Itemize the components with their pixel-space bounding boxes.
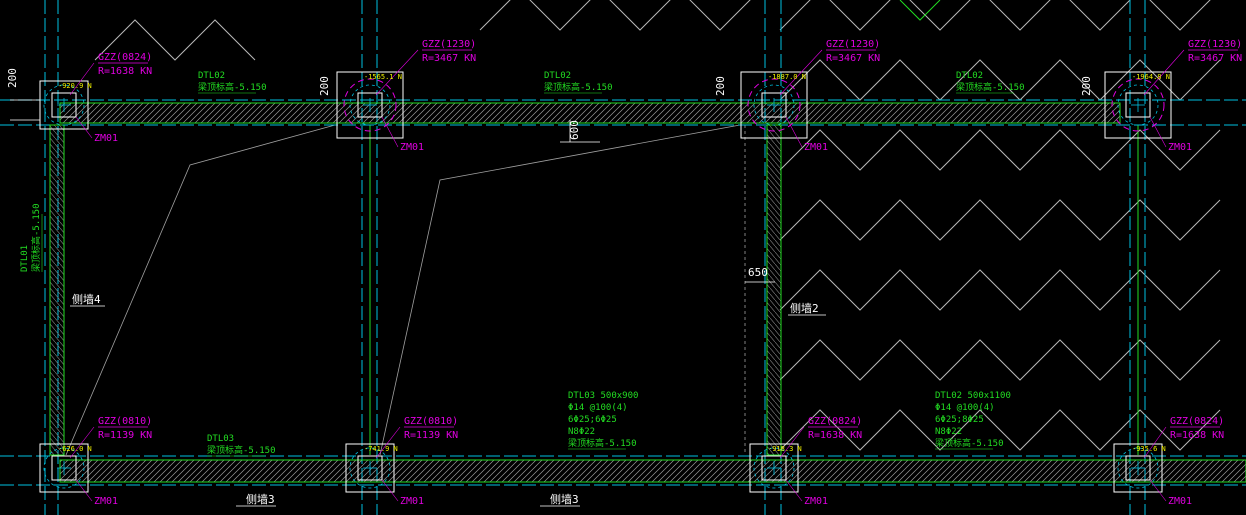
beam-spec-line: N8Φ22 xyxy=(935,427,962,437)
beam-spec-line: Φ14 @100(4) xyxy=(568,403,628,413)
column-reaction-label: R=1638 KN xyxy=(98,66,152,77)
column-id-label: GZZ(0824) xyxy=(98,52,152,63)
column-footing[interactable]: GZZ(0810) R=1139 KN -741.9 N ZM01 xyxy=(345,416,458,507)
bottom-beam-strip xyxy=(59,459,1246,483)
beam-name: DTL01 xyxy=(20,245,30,272)
footing-label: ZM01 xyxy=(804,142,828,153)
wall-label-3-right: 侧墙3 xyxy=(550,492,579,506)
soil-hatch-region xyxy=(94,0,1246,470)
beam-name: DTL03 500x900 xyxy=(568,391,638,401)
column-reaction-label: R=1139 KN xyxy=(404,430,458,441)
beam-spec-line: 梁顶标高-5.150 xyxy=(568,437,637,449)
beam-spec-line: 梁顶标高-5.150 xyxy=(198,81,267,93)
column-load-value: -920.9 N xyxy=(58,82,92,90)
column-id-label: GZZ(1230) xyxy=(422,39,476,50)
column-reaction-label: R=1139 KN xyxy=(98,430,152,441)
column-footing[interactable]: GZZ(1230) R=3467 KN -1565.1 N ZM01 xyxy=(336,39,476,153)
dimension-650: 650 xyxy=(748,266,768,279)
dimension-200-b: 200 xyxy=(318,76,331,96)
beam-strips xyxy=(49,102,1246,483)
column-id-label: GZZ(0824) xyxy=(1170,416,1224,427)
beam-name: DTL02 500x1100 xyxy=(935,391,1011,401)
column-footing[interactable]: GZZ(0810) R=1139 KN -626.0 N ZM01 xyxy=(39,416,152,507)
beam-spec-line: 梁顶标高-5.150 xyxy=(935,437,1004,449)
column-load-value: -1964.8 N xyxy=(1132,73,1170,81)
column-id-label: GZZ(1230) xyxy=(826,39,880,50)
column-footing[interactable]: GZZ(1230) R=3467 KN -1887.0 N ZM01 xyxy=(740,39,880,153)
beam-name: DTL02 xyxy=(956,71,983,81)
column-reaction-label: R=3467 KN xyxy=(1188,53,1242,64)
beam-spec-line: Φ14 @100(4) xyxy=(935,403,995,413)
beam-spec-line: 梁顶标高-5.150 xyxy=(30,203,42,272)
column-id-label: GZZ(0824) xyxy=(808,416,862,427)
beam-spec-line: 梁顶标高-5.150 xyxy=(207,444,276,456)
beam-labels: DTL02梁顶标高-5.150DTL02梁顶标高-5.150DTL02梁顶标高-… xyxy=(20,71,1025,457)
column-load-value: -626.0 N xyxy=(58,445,92,453)
wall-labels xyxy=(70,305,826,507)
dimension-200-a: 200 xyxy=(6,68,19,88)
footing-label: ZM01 xyxy=(94,133,118,144)
column-footing[interactable]: GZZ(0824) R=1638 KN -918.3 N ZM01 xyxy=(749,416,862,507)
footing-label: ZM01 xyxy=(400,142,424,153)
footing-label: ZM01 xyxy=(94,496,118,507)
wall-label-3-left: 侧墙3 xyxy=(246,492,275,506)
column-load-value: -1565.1 N xyxy=(364,73,402,81)
beam-spec-line: 6Φ25;6Φ25 xyxy=(568,415,617,425)
dimension-200-c: 200 xyxy=(714,76,727,96)
column-reaction-label: R=1638 KN xyxy=(1170,430,1224,441)
column-load-value: -918.3 N xyxy=(768,445,802,453)
dimension-200-d: 200 xyxy=(1080,76,1093,96)
middle-vertical-beam xyxy=(766,124,782,456)
beam-name: DTL02 xyxy=(544,71,571,81)
beam-spec-line: 6Φ25;8Φ25 xyxy=(935,415,984,425)
beam-spec-line: N8Φ22 xyxy=(568,427,595,437)
footing-label: ZM01 xyxy=(400,496,424,507)
columns-group: GZZ(0824) R=1638 KN -920.9 N ZM01 GZZ(1230) R… xyxy=(39,39,1242,507)
beam-spec-line: 梁顶标高-5.150 xyxy=(956,81,1025,93)
column-footing[interactable]: GZZ(0824) R=1638 KN -920.9 N ZM01 xyxy=(39,52,152,144)
column-footing[interactable]: GZZ(1230) R=3467 KN -1964.8 N ZM01 xyxy=(1104,39,1242,153)
column-load-value: -1887.0 N xyxy=(768,73,806,81)
wall-label-2: 侧墙2 xyxy=(790,301,819,315)
leader-lines xyxy=(65,124,746,456)
column-reaction-label: R=1638 KN xyxy=(808,430,862,441)
left-vertical-beam xyxy=(49,124,65,456)
column-id-label: GZZ(0810) xyxy=(404,416,458,427)
column-reaction-label: R=3467 KN xyxy=(422,53,476,64)
beam-name: DTL02 xyxy=(198,71,225,81)
wall-label-4: 侧墙4 xyxy=(72,292,101,306)
dimension-marks xyxy=(10,99,775,283)
column-load-value: -935.6 N xyxy=(1132,445,1166,453)
column-id-label: GZZ(1230) xyxy=(1188,39,1242,50)
footing-label: ZM01 xyxy=(804,496,828,507)
footing-label: ZM01 xyxy=(1168,496,1192,507)
top-beam-strip xyxy=(59,102,1121,124)
beam-name: DTL03 xyxy=(207,434,234,444)
column-reaction-label: R=3467 KN xyxy=(826,53,880,64)
footing-label: ZM01 xyxy=(1168,142,1192,153)
column-load-value: -741.9 N xyxy=(364,445,398,453)
column-footing[interactable]: GZZ(0824) R=1638 KN -935.6 N ZM01 xyxy=(1113,416,1224,507)
beam-spec-line: 梁顶标高-5.150 xyxy=(544,81,613,93)
column-id-label: GZZ(0810) xyxy=(98,416,152,427)
dimension-600: 600 xyxy=(568,120,581,140)
